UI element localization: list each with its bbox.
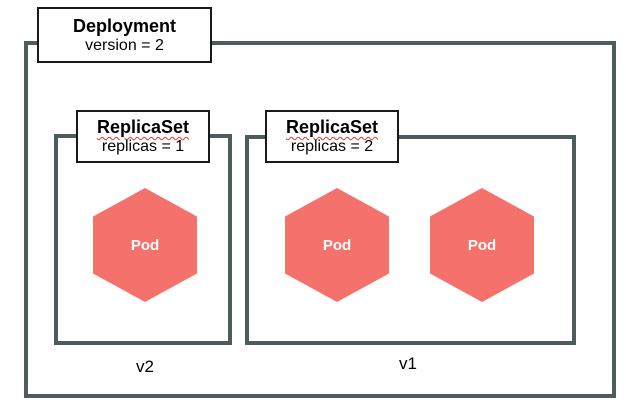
- replicaset-v1-replicas: replicas = 2: [290, 138, 374, 155]
- replicaset-v2-title: ReplicaSet: [96, 117, 190, 137]
- deployment-label: Deployment version = 2: [37, 7, 212, 63]
- replicaset-v1-label: ReplicaSet replicas = 2: [265, 110, 399, 163]
- pod-v1-1: Pod: [285, 188, 389, 302]
- replicaset-v2-replicas: replicas = 1: [101, 138, 185, 155]
- replicaset-v2-version-label: v2: [136, 357, 154, 376]
- deployment-version: version = 2: [85, 36, 164, 54]
- deployment-title: Deployment: [72, 15, 177, 36]
- replicaset-v1-version-label: v1: [399, 354, 417, 373]
- pod-label: Pod: [467, 236, 497, 254]
- pod-v2-1: Pod: [93, 188, 197, 302]
- pod-hexagon-icon: [285, 188, 389, 302]
- pod-v1-2: Pod: [430, 188, 534, 302]
- pod-hexagon-icon: [430, 188, 534, 302]
- pod-hexagon-icon: [93, 188, 197, 302]
- replicaset-v2-label: ReplicaSet replicas = 1: [76, 110, 210, 163]
- pod-label: Pod: [130, 236, 160, 254]
- pod-label: Pod: [322, 236, 352, 254]
- replicaset-v1-title: ReplicaSet: [285, 117, 379, 137]
